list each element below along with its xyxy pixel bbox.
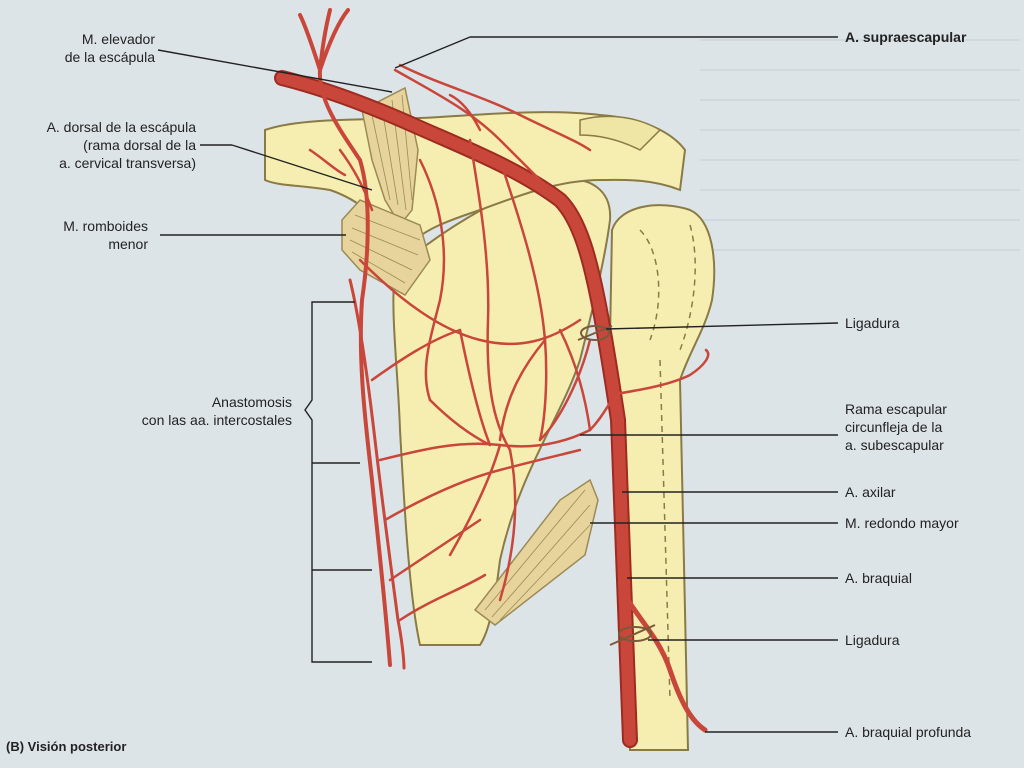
- label-axilar: A. axilar: [845, 484, 896, 500]
- label-levator-line-1: M. elevador: [81, 31, 155, 47]
- acromion-edge: [579, 115, 662, 151]
- label-ligadura-upper: Ligadura: [845, 315, 900, 331]
- label-dorsal-scapular: A. dorsal de la escápula (rama dorsal de…: [0, 118, 196, 172]
- label-anastomosis-line-1: Anastomosis: [211, 394, 292, 410]
- deep-brachial-artery: [625, 597, 708, 733]
- label-dorsal-line-3: a. cervical transversa): [59, 155, 196, 171]
- medial-anastomosis-artery: [348, 278, 406, 670]
- teres-major-muscle: [473, 478, 599, 626]
- label-anastomosis: Anastomosis con las aa. intercostales: [60, 393, 292, 429]
- label-braquial: A. braquial: [845, 570, 912, 586]
- background-text-ghost: [700, 39, 1020, 251]
- label-rama-line-2: circunfleja de la: [845, 419, 943, 435]
- leader-lines: [157, 36, 839, 733]
- label-anastomosis-line-2: con las aa. intercostales: [141, 412, 292, 428]
- label-supraescapular: A. supraescapular: [845, 29, 967, 45]
- label-rama-escapular: Rama escapular circunfleja de la a. sube…: [845, 400, 947, 454]
- anastomosis-bracket: [304, 301, 372, 663]
- dorsal-scapular-artery: [317, 8, 392, 667]
- label-dorsal-line-2: (rama dorsal de la: [83, 137, 196, 153]
- ligature-lower: [609, 624, 656, 646]
- arterial-network: [308, 63, 710, 622]
- label-levator-scapulae: M. elevador de la escápula: [40, 30, 155, 66]
- label-braquial-profunda: A. braquial profunda: [845, 724, 972, 740]
- label-redondo-mayor: M. redondo mayor: [845, 515, 959, 531]
- dorsal-scapular-artery-branch: [298, 8, 350, 72]
- label-rhomboid-line-1: M. romboides: [63, 218, 148, 234]
- label-dorsal-line-1: A. dorsal de la escápula: [46, 119, 196, 135]
- figure-caption: (B) Visión posterior: [6, 739, 127, 754]
- label-levator-line-2: de la escápula: [64, 49, 155, 65]
- label-rama-line-1: Rama escapular: [845, 401, 947, 417]
- label-ligadura-lower: Ligadura: [845, 632, 900, 648]
- label-rama-line-3: a. subescapular: [845, 437, 944, 453]
- humerus-dashed-outline: [639, 224, 696, 701]
- label-rhomboid-minor: M. romboides menor: [20, 217, 148, 253]
- rhomboid-striations: [349, 214, 421, 284]
- label-rhomboid-line-2: menor: [108, 236, 148, 252]
